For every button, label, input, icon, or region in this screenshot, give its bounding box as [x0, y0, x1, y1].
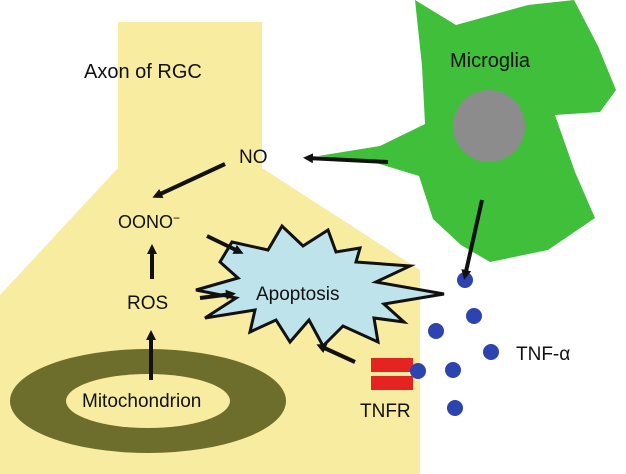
- no-label: NO: [239, 147, 268, 168]
- axon-label: Axon of RGC: [84, 61, 202, 83]
- oono-text: OONO: [118, 212, 174, 232]
- arrow-oono-to-apoptosis: [206, 234, 244, 254]
- tnf-molecule: [447, 400, 463, 416]
- arrow-ros-to-apoptosis: [199, 289, 236, 300]
- tnfr-label: TNFR: [360, 401, 411, 422]
- oono-label: OONO−: [118, 212, 180, 231]
- oono-superscript: −: [173, 211, 181, 225]
- ros-label: ROS: [127, 293, 169, 314]
- arrow-microglia-to-no: [303, 153, 389, 164]
- tnf-molecule: [445, 362, 461, 378]
- mitochondrion-label: Mitochondrion: [82, 391, 202, 412]
- arrow-microglia-to-tnf: [461, 199, 484, 280]
- tnf-molecule: [483, 344, 499, 360]
- apoptosis-label: Apoptosis: [256, 284, 340, 305]
- tnfr-bar-top: [371, 358, 413, 372]
- tnfr-bar-bottom: [371, 376, 413, 390]
- tnf-label: TNF-α: [516, 344, 571, 365]
- tnf-molecule: [410, 363, 426, 379]
- apoptosis-burst: [195, 223, 445, 349]
- arrow-no-to-oono: [152, 162, 226, 199]
- microglia-label: Microglia: [450, 50, 531, 72]
- tnf-molecule: [428, 323, 444, 339]
- tnf-molecule: [466, 308, 482, 324]
- mitochondrion-inner: [66, 374, 230, 428]
- arrow-tnfr-to-apoptosis: [316, 343, 356, 364]
- microglia-nucleus: [453, 90, 525, 162]
